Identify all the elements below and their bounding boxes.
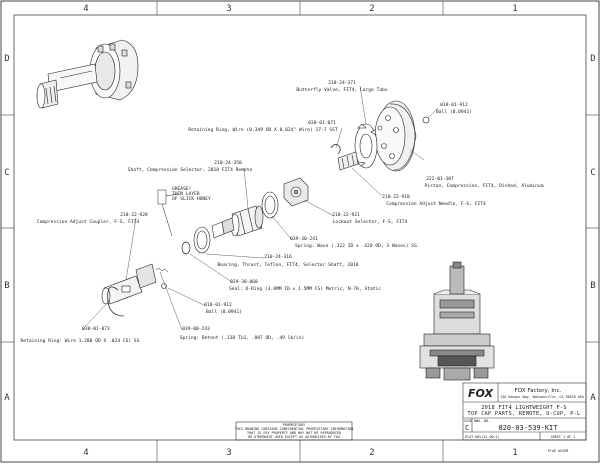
grease-note-line: OF SLICK HONEY [172, 196, 211, 202]
grid-row-label: C [4, 168, 9, 178]
callout-part-number: 210-24-350 [214, 160, 242, 166]
title-block [235, 382, 587, 441]
grid-row-label: A [4, 393, 10, 403]
callout-description: Seal: O-Ring (3.8MM ID x 1.5MM CS) Metri… [229, 286, 381, 292]
grid-col-label: 2 [369, 4, 374, 14]
company-address: 130 Hangar Way, Watsonville, CA 95076 US… [500, 395, 584, 399]
callout-part-number: 018-01-912 [204, 302, 232, 308]
callout-part-number: 210-22-918 [382, 194, 410, 200]
ball-part [422, 116, 430, 124]
callout-part-number: 218-22-928 [120, 212, 148, 218]
proprietary-note-line: PROPRIETARY [283, 423, 305, 427]
grid-row-label: D [4, 54, 9, 64]
grease-note-box [157, 189, 179, 237]
o-ring-part [181, 241, 191, 255]
thrust-bearing-part [193, 226, 211, 254]
callout-part-number: 029-38-068 [230, 279, 258, 285]
callout-description: Shaft, Compression Selector, 2018 FIT4 R… [128, 167, 253, 173]
proprietary-note-line: OR OTHERWISE USED EXCEPT AS AUTHORIZED B… [248, 435, 341, 439]
fox-logo: FOX [468, 387, 493, 400]
grid-col-label: 3 [226, 448, 231, 458]
grid-row-label: A [590, 393, 596, 403]
size-label: SIZE [464, 419, 472, 423]
callout-description: Compression Adjust Coupler, F-S, FIT4 [37, 219, 140, 225]
grid-row-label: D [590, 54, 595, 64]
lockout-selector-part [283, 177, 309, 207]
sheet-number: SHEET 1 OF 1 [551, 435, 576, 439]
callout-description: Spring: Detent (.138 TLG, .087 OD, .49 l… [180, 335, 304, 341]
company-name: FOX Factory, Inc. [515, 388, 562, 394]
callout-part-number: 218-24-371 [328, 80, 356, 86]
ball-part [161, 283, 167, 289]
callout-description: Lockout Selector, F-S, FIT4 [333, 219, 408, 225]
callout-part-number: 038-01-071 [308, 120, 336, 126]
assembled-top-cap-view [36, 39, 139, 109]
drawing-title-line2: TOP CAP PARTS, REMOTE, U-CUP, P-L [468, 411, 581, 417]
callout-description: Retaining Ring: Wire 1.280 OD X .024 CS)… [21, 338, 140, 344]
grid-col-label: 1 [512, 448, 517, 458]
callout-description: Spring: Wave (.322 ID x .420 OD, 3 Waves… [295, 243, 417, 249]
preview-label: ProE ASSEM [548, 449, 568, 453]
callout-part-number: 018-01-912 [440, 102, 468, 108]
compression-selector-shaft-part [211, 205, 264, 239]
proprietary-note-line: THAT IS FOX PROPERTY AND MAY NOT BE REPR… [247, 431, 341, 435]
grease-note-line: GREASE! [172, 186, 191, 192]
callout-part-number: 039-00-243 [182, 326, 210, 332]
callout-description: Ball (0.0941) [206, 309, 242, 315]
callout-description: Piston, Compression, FIT4, Dished, Alumi… [425, 183, 544, 189]
grid-col-label: 3 [226, 4, 231, 14]
leader-lines [81, 85, 439, 331]
proprietary-note-line: THIS DRAWING CONTAINS CONFIDENTIAL PROPR… [235, 427, 353, 431]
compression-adjust-coupler-part [101, 263, 157, 305]
size-value: C [465, 424, 469, 432]
detent-spring-part [155, 267, 169, 273]
wave-spring-part [261, 191, 279, 219]
grid-col-label: 1 [512, 4, 517, 14]
grid-row-label: B [4, 281, 9, 291]
grid-col-label: 4 [83, 448, 88, 458]
grid-col-label: 2 [369, 448, 374, 458]
callout-part-number: 039-30-241 [290, 236, 318, 242]
grease-note-line: THIN LAYER [172, 191, 200, 197]
grid-row-label: B [590, 281, 595, 291]
callout-part-number: 038-01-073 [82, 326, 110, 332]
compression-piston-part [374, 100, 417, 172]
plot-info: PLOT 60%(X2_00:1) [465, 435, 500, 439]
drawing-number: 820-03-539-KIT [498, 424, 558, 432]
compression-adjust-needle-part [337, 151, 359, 171]
dwg-no-label: DWG. NO. [474, 419, 490, 423]
section-view-assembled [419, 261, 495, 381]
retaining-ring-small-part [330, 144, 341, 155]
callout-description: Compression Adjust Needle, F-S, FIT4 [386, 201, 486, 207]
grid-col-label: 4 [83, 4, 88, 14]
butterfly-valve-part [354, 123, 378, 169]
callout-part-number: 210-22-921 [332, 212, 360, 218]
grid-row-label: C [590, 168, 595, 178]
callout-part-number: 210-24-316 [264, 254, 292, 260]
callout-description: Butterfly Valve, FIT4, Large Tabs [296, 87, 388, 93]
callout-description: Bearing, Thrust, Teflon, FIT4, Selector … [217, 262, 358, 268]
callout-description: Ball (0.0941) [436, 109, 472, 115]
callout-description: Retaining Ring, Wire (0.349 OD X 0.024" … [188, 127, 338, 133]
drawing-title-line1: 2018 FIT4 LIGHTWEIGHT F-S [481, 405, 567, 411]
callout-part-number: 222-01-307 [426, 176, 454, 182]
